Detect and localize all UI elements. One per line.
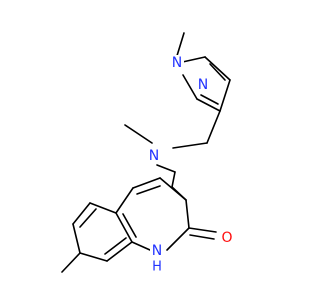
bond [115, 187, 134, 214]
amine-n-label: N [149, 148, 159, 164]
bond [136, 185, 161, 195]
bond [131, 241, 151, 251]
bond [200, 94, 219, 105]
lactam-n-label: N [152, 243, 162, 259]
lactam-h-label: H [152, 260, 162, 275]
bond [206, 110, 221, 144]
pyrazole-n1-label: N [172, 55, 182, 71]
carbonyl-bond [188, 227, 217, 233]
pyrazole-n2-label: N [198, 77, 208, 93]
bond [72, 202, 91, 225]
bond [106, 241, 133, 262]
bond [171, 171, 176, 188]
bond [219, 79, 231, 112]
bond [204, 56, 231, 81]
quinolinone-rings [61, 177, 217, 273]
bond [132, 177, 161, 189]
bond [196, 98, 221, 112]
bond [72, 223, 81, 254]
bond [172, 142, 208, 149]
bond [122, 213, 137, 238]
atom-labels: N N N N H O [147, 55, 234, 275]
bond [159, 177, 187, 201]
bond [182, 74, 198, 100]
bond [104, 237, 127, 255]
pyrazole-ring [175, 32, 231, 112]
carbonyl-bond [189, 234, 215, 240]
bond [79, 208, 97, 228]
bond [166, 227, 190, 251]
aryl-methyl-bond [61, 252, 81, 273]
bond [115, 212, 133, 243]
bond [156, 164, 176, 173]
bond [209, 63, 226, 81]
linker-bonds [124, 110, 221, 201]
amine-methyl-bond [124, 124, 153, 144]
bond [89, 202, 117, 214]
bond [79, 252, 108, 262]
structure-diagram: N N N N H O [61, 32, 234, 275]
bond [185, 199, 190, 229]
carbonyl-o-label: O [221, 230, 232, 246]
n-methyl-bond [175, 32, 185, 60]
